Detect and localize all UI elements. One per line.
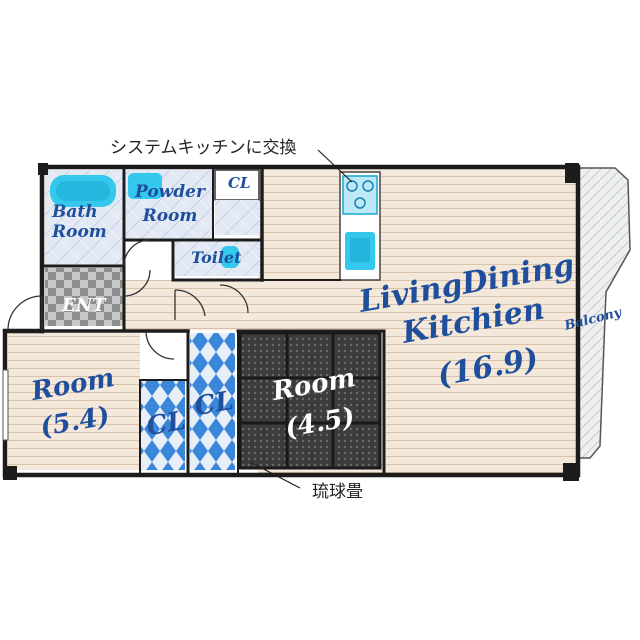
closet-2-floor xyxy=(190,333,235,470)
powder-room-label: Powder Room xyxy=(135,182,205,226)
pillar-ne xyxy=(565,163,579,183)
kitchen-note: システムキッチンに交換 xyxy=(110,138,297,158)
entrance-label: ENT xyxy=(62,295,106,316)
west-room-floor xyxy=(8,333,140,470)
hall-floor xyxy=(122,280,262,330)
tatami-floor xyxy=(240,333,380,468)
bath-room-label: Bath Room xyxy=(52,202,107,242)
toilet-label: Toilet xyxy=(191,248,242,267)
pillar-sw xyxy=(3,466,17,480)
walls xyxy=(2,164,581,478)
sink-icon xyxy=(128,173,162,199)
toilet-icon xyxy=(221,246,239,268)
pillar-nw xyxy=(38,163,48,175)
door-swings xyxy=(7,239,249,360)
closet-1-label: CL xyxy=(144,405,188,443)
closet-1-floor xyxy=(140,380,185,470)
tatami-mat-grid xyxy=(238,331,382,470)
west-window xyxy=(2,369,9,441)
entrance-floor xyxy=(45,268,123,326)
closet-2-label: CL xyxy=(192,385,236,423)
pillar-se xyxy=(563,463,579,481)
toilet-floor xyxy=(175,240,259,276)
tatami-note: 琉球畳 xyxy=(312,482,363,502)
small-closet-label: CL xyxy=(228,174,251,192)
